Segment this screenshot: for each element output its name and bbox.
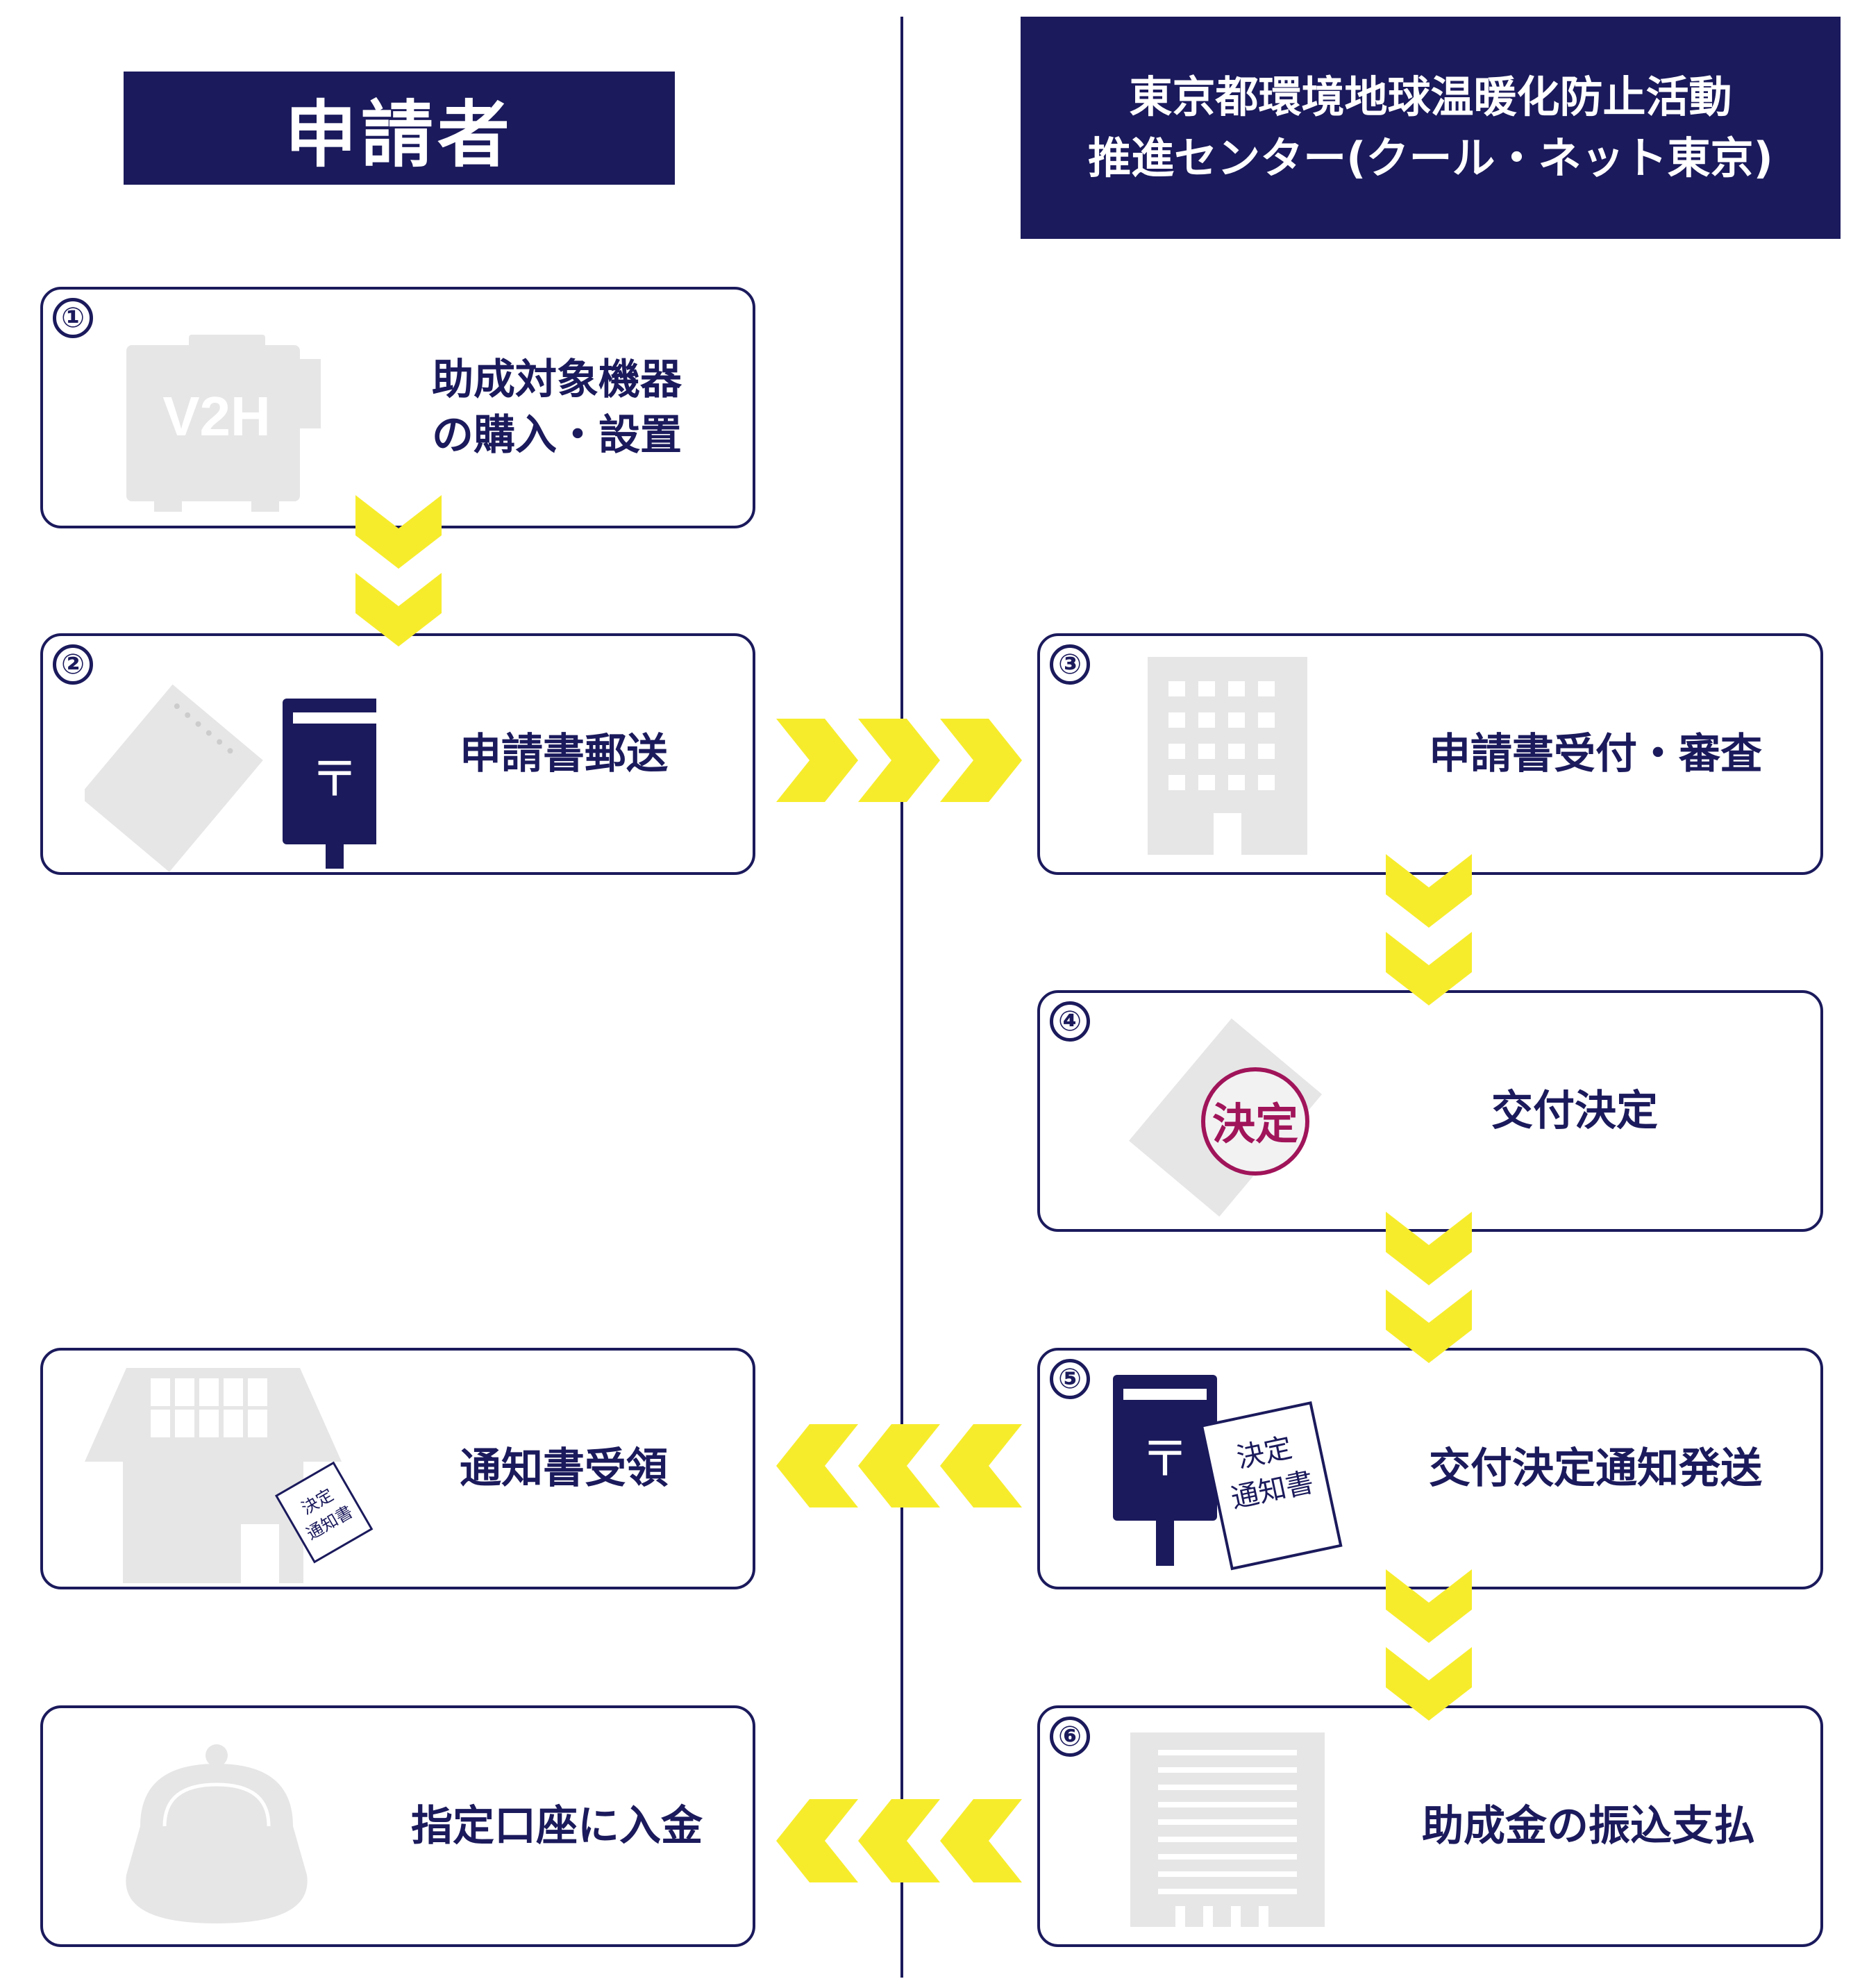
postal-mark: 〒 [1141,1430,1189,1487]
step-2-number: ② [53,644,93,685]
deposit-label: 指定口座に入金 [411,1802,703,1851]
deposit-card: 指定口座に入金 [40,1705,755,1947]
step-3-number: ③ [1050,644,1090,685]
step-3-card: ③ 申請書受付・審査 [1037,633,1823,875]
step-3-label: 申請書受付・審査 [1429,730,1762,778]
notice-received-card: 決定 通知書 通知書受領 [40,1348,755,1589]
house-with-notice-icon: 決定 通知書 [85,1368,374,1583]
applicant-header: 申請者 [124,72,675,185]
v2h-text: V2H [162,385,271,447]
step-6-number: ⑥ [1050,1716,1090,1757]
down-arrow-3-4 [1386,854,1472,1005]
down-arrow-5-6 [1386,1569,1472,1721]
step-5-card: ⑤ 〒 決定 通知書 交付決定通知発送 [1037,1348,1823,1589]
mailbox-icon: 〒 [85,684,376,872]
stamp-text: 決定 [1212,1099,1298,1149]
step-4-card: ④ 決定 交付決定 [1037,990,1823,1232]
column-divider [900,17,903,1978]
step-1-number: ① [53,298,93,338]
applicant-header-text: 申請者 [284,92,514,177]
step-2-label: 申請書郵送 [460,730,668,778]
left-arrow-5-notice [776,1424,1022,1507]
v2h-charger-icon: V2H [126,335,321,512]
coin-purse-icon [126,1744,308,1923]
step-6-label: 助成金の振込支払 [1422,1802,1755,1851]
step-6-card: ⑥ 助成金の振込支払 [1037,1705,1823,1947]
step-5-label: 交付決定通知発送 [1429,1444,1762,1493]
step-1-label-line1: 助成対象機器 [432,356,682,404]
notice-received-label: 通知書受領 [460,1444,668,1493]
step-1-card: ① V2H 助成対象機器 の購入・設置 [40,287,755,528]
center-header-line2: 推進センター(クール・ネット東京) [1088,133,1773,183]
center-header: 東京都環境地球温暖化防止活動 推進センター(クール・ネット東京) [1021,17,1841,239]
step-5-number: ⑤ [1050,1359,1090,1399]
postal-mark: 〒 [310,751,359,808]
step-4-number: ④ [1050,1001,1090,1042]
step-1-label-line2: の購入・設置 [432,411,682,460]
step-4-label: 交付決定 [1491,1087,1658,1135]
down-arrow-4-5 [1386,1212,1472,1363]
step-1-label: 助成対象機器 の購入・設置 [376,352,737,463]
down-arrow-1-2 [355,495,442,646]
mailbox-with-notice-icon: 〒 決定 通知書 [1113,1375,1343,1571]
left-arrow-6-deposit [776,1799,1022,1882]
step-2-card: ② 〒 申請書郵送 [40,633,755,875]
office-building-icon [1148,657,1307,855]
right-arrow-2-3 [776,719,1022,802]
center-header-line1: 東京都環境地球温暖化防止活動 [1129,72,1732,122]
approval-stamp-icon: 決定 [1129,1018,1323,1217]
bank-building-icon [1130,1732,1325,1927]
